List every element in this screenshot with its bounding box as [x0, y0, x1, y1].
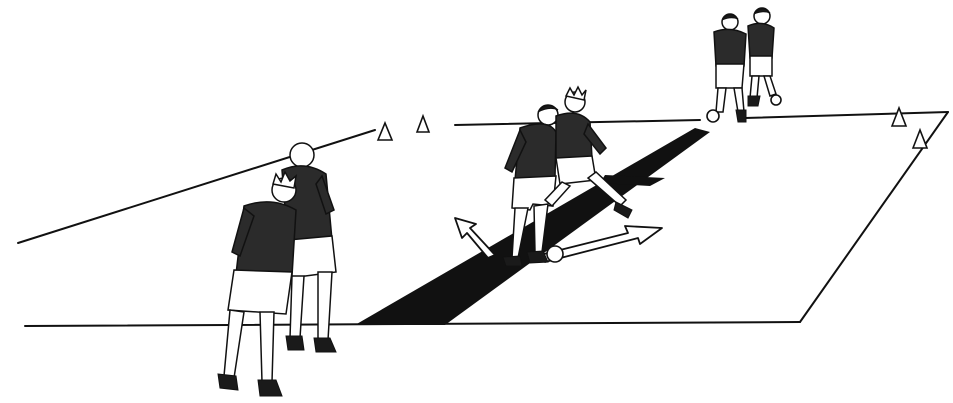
- player-shorts: [750, 56, 772, 76]
- player-leg: [750, 76, 759, 98]
- player-leg: [764, 76, 776, 96]
- player-shoe: [736, 110, 746, 122]
- player-shoe: [614, 202, 632, 218]
- player-leg: [318, 272, 332, 340]
- ball-icon: [707, 110, 719, 122]
- player-leg: [290, 276, 304, 338]
- cones: [378, 108, 927, 148]
- player-shoe: [314, 338, 336, 352]
- player-leg: [734, 88, 744, 112]
- cone-icon: [417, 116, 429, 132]
- player-top-left: [714, 14, 746, 122]
- back-line-right: [745, 112, 948, 118]
- player-shoe: [218, 374, 238, 390]
- player-shorts: [228, 270, 292, 314]
- player-leg: [224, 310, 244, 378]
- top-right-players: [707, 8, 781, 122]
- player-jersey: [714, 29, 746, 66]
- cone-icon: [378, 123, 392, 140]
- direction-arrow-icon: [455, 218, 495, 258]
- player-shorts: [716, 64, 744, 88]
- player-shoe: [258, 380, 282, 396]
- player-shoe: [527, 251, 548, 263]
- cone-icon: [892, 108, 906, 126]
- player-shorts: [512, 176, 556, 210]
- left-players: [218, 143, 336, 396]
- cone-icon: [913, 130, 927, 148]
- player-shoe: [286, 336, 304, 350]
- ball-icon: [547, 246, 563, 262]
- player-jersey: [748, 23, 774, 58]
- player-shoe: [748, 96, 760, 106]
- ball-icon: [771, 95, 781, 105]
- player-shoe: [503, 256, 522, 266]
- player-head: [290, 143, 314, 167]
- player-front: [218, 172, 296, 396]
- player-leg: [716, 88, 726, 112]
- player-leg: [260, 312, 274, 382]
- player-top-right: [748, 8, 776, 106]
